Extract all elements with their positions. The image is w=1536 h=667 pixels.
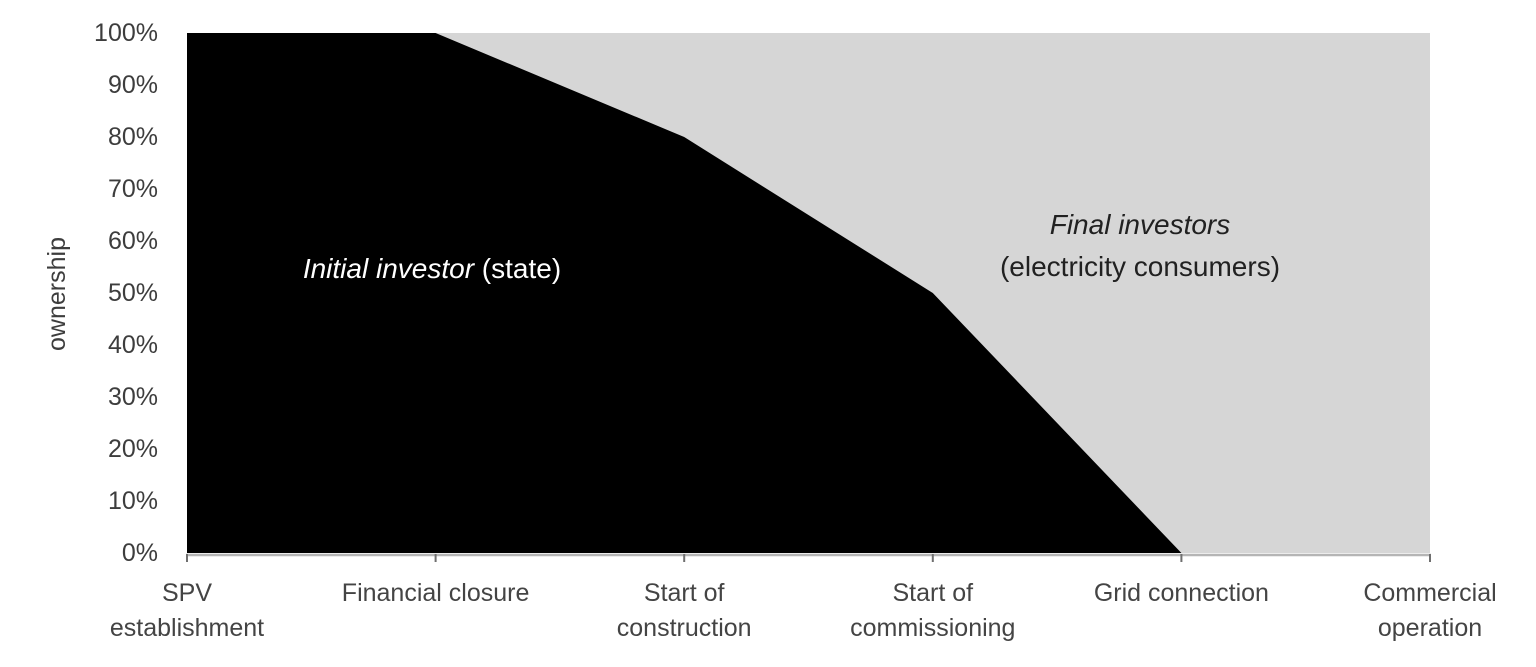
x-tick-label-line: Grid connection: [1093, 579, 1269, 607]
y-tick-label: 90%: [107, 71, 158, 99]
x-tick-label-line: construction: [616, 614, 752, 642]
x-tick-label: Financial closure: [286, 576, 586, 611]
final-investors-label: Final investors (electricity consumers): [890, 204, 1390, 288]
x-tick-label-line: establishment: [109, 614, 265, 642]
x-tick-label: Start of construction: [534, 576, 834, 646]
initial-investor-label: Initial investor (state): [182, 249, 682, 289]
final-investors-label-line2: (electricity consumers): [999, 251, 1281, 282]
y-tick-label: 20%: [107, 435, 158, 463]
x-tick-label-line: Financial closure: [341, 579, 530, 607]
y-tick-label: 60%: [107, 227, 158, 255]
x-tick-label: Grid connection: [1031, 576, 1331, 611]
x-tick-label-line: SPV: [161, 579, 213, 607]
x-tick-label-line: Commercial: [1363, 579, 1497, 607]
x-tick-label-line: commissioning: [850, 614, 1016, 642]
y-tick-label: 70%: [107, 175, 158, 203]
y-tick-label: 80%: [107, 123, 158, 151]
y-tick-label: 30%: [107, 383, 158, 411]
y-tick-label: 0%: [121, 539, 158, 567]
initial-investor-label-italic: Initial investor: [302, 253, 475, 284]
y-tick-label: 50%: [107, 279, 158, 307]
y-tick-label: 10%: [107, 487, 158, 515]
initial-investor-area: [187, 33, 1430, 553]
x-tick-label-line: Start of: [643, 579, 725, 607]
y-axis-title: ownership: [43, 237, 71, 351]
initial-investor-label-regular: (state): [474, 253, 562, 284]
y-tick-label: 40%: [107, 331, 158, 359]
x-tick-label-line: Start of: [892, 579, 974, 607]
x-tick-label: SPV establishment: [37, 576, 337, 646]
final-investors-label-line1: Final investors: [1049, 209, 1231, 240]
y-tick-label: 100%: [94, 19, 158, 47]
x-tick-label: Start of commissioning: [783, 576, 1083, 646]
x-tick-label: Commercial operation: [1280, 576, 1536, 646]
x-tick-label-line: operation: [1377, 614, 1483, 642]
